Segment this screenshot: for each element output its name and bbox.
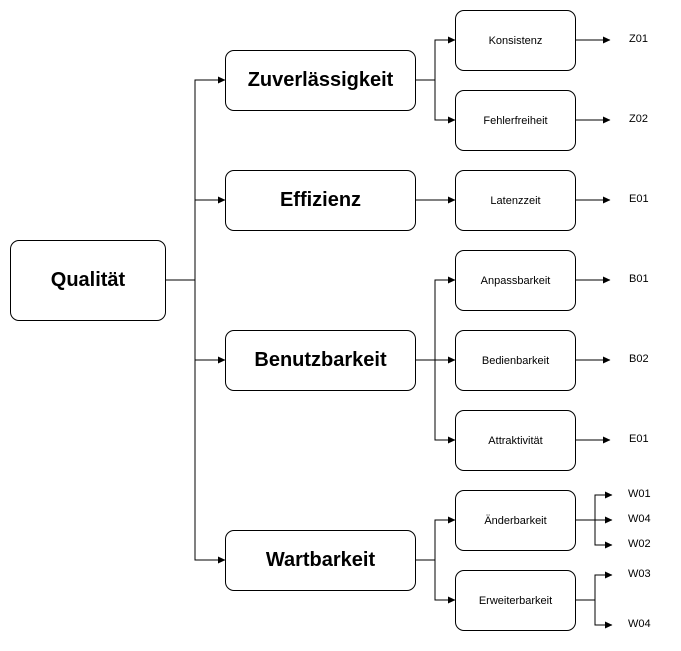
node-zuverlaessigkeit: Zuverlässigkeit bbox=[225, 50, 416, 111]
code-aenderbarkeit-1: W01 bbox=[628, 488, 651, 500]
node-zuverlaessigkeit-label: Zuverlässigkeit bbox=[247, 69, 394, 91]
edge-zuv-konsistenz bbox=[415, 36, 456, 81]
node-konsistenz: Konsistenz bbox=[455, 10, 576, 71]
edge-erweiterbarkeit-code-1 bbox=[575, 571, 613, 601]
node-erweiterbarkeit-label: Erweiterbarkeit bbox=[478, 594, 553, 607]
node-latenzzeit: Latenzzeit bbox=[455, 170, 576, 231]
edge-ben-attraktivitaet bbox=[415, 359, 456, 444]
code-fehlerfreiheit: Z02 bbox=[629, 113, 648, 125]
node-qualitaet: Qualität bbox=[10, 240, 166, 321]
node-aenderbarkeit-label: Änderbarkeit bbox=[484, 514, 547, 527]
node-wartbarkeit-label: Wartbarkeit bbox=[265, 549, 376, 571]
node-bedienbarkeit-label: Bedienbarkeit bbox=[481, 354, 550, 367]
edge-erweiterbarkeit-code-2 bbox=[575, 599, 613, 629]
node-fehlerfreiheit: Fehlerfreiheit bbox=[455, 90, 576, 151]
node-anpassbarkeit-label: Anpassbarkeit bbox=[480, 274, 551, 287]
code-erweiterbarkeit-2: W04 bbox=[628, 618, 651, 630]
code-latenzzeit: E01 bbox=[629, 193, 649, 205]
node-latenzzeit-label: Latenzzeit bbox=[490, 194, 541, 207]
node-anpassbarkeit: Anpassbarkeit bbox=[455, 250, 576, 311]
code-anpassbarkeit: B01 bbox=[629, 273, 649, 285]
node-aenderbarkeit: Änderbarkeit bbox=[455, 490, 576, 551]
code-attraktivitaet: E01 bbox=[629, 433, 649, 445]
node-attraktivitaet-label: Attraktivität bbox=[488, 434, 543, 447]
code-bedienbarkeit: B02 bbox=[629, 353, 649, 365]
node-erweiterbarkeit: Erweiterbarkeit bbox=[455, 570, 576, 631]
code-konsistenz: Z01 bbox=[629, 33, 648, 45]
node-attraktivitaet: Attraktivität bbox=[455, 410, 576, 471]
node-qualitaet-label: Qualität bbox=[50, 269, 126, 291]
node-wartbarkeit: Wartbarkeit bbox=[225, 530, 416, 591]
code-aenderbarkeit-2: W04 bbox=[628, 513, 651, 525]
node-fehlerfreiheit-label: Fehlerfreiheit bbox=[483, 114, 548, 127]
node-effizienz-label: Effizienz bbox=[279, 189, 362, 211]
code-erweiterbarkeit-1: W03 bbox=[628, 568, 651, 580]
node-effizienz: Effizienz bbox=[225, 170, 416, 231]
edge-aenderbarkeit-code-3 bbox=[575, 519, 613, 549]
edge-zuv-fehlerfreiheit bbox=[415, 79, 456, 124]
edge-aenderbarkeit-code-1 bbox=[575, 491, 613, 521]
edge-wart-erweiterbarkeit bbox=[415, 559, 456, 604]
node-konsistenz-label: Konsistenz bbox=[488, 34, 543, 47]
node-benutzbarkeit-label: Benutzbarkeit bbox=[254, 349, 387, 371]
node-benutzbarkeit: Benutzbarkeit bbox=[225, 330, 416, 391]
edge-root-effizienz bbox=[165, 196, 226, 281]
edge-wart-aenderbarkeit bbox=[415, 516, 456, 561]
edge-ben-anpassbarkeit bbox=[415, 276, 456, 361]
node-bedienbarkeit: Bedienbarkeit bbox=[455, 330, 576, 391]
edge-root-wartbarkeit bbox=[165, 279, 226, 564]
code-aenderbarkeit-3: W02 bbox=[628, 538, 651, 550]
